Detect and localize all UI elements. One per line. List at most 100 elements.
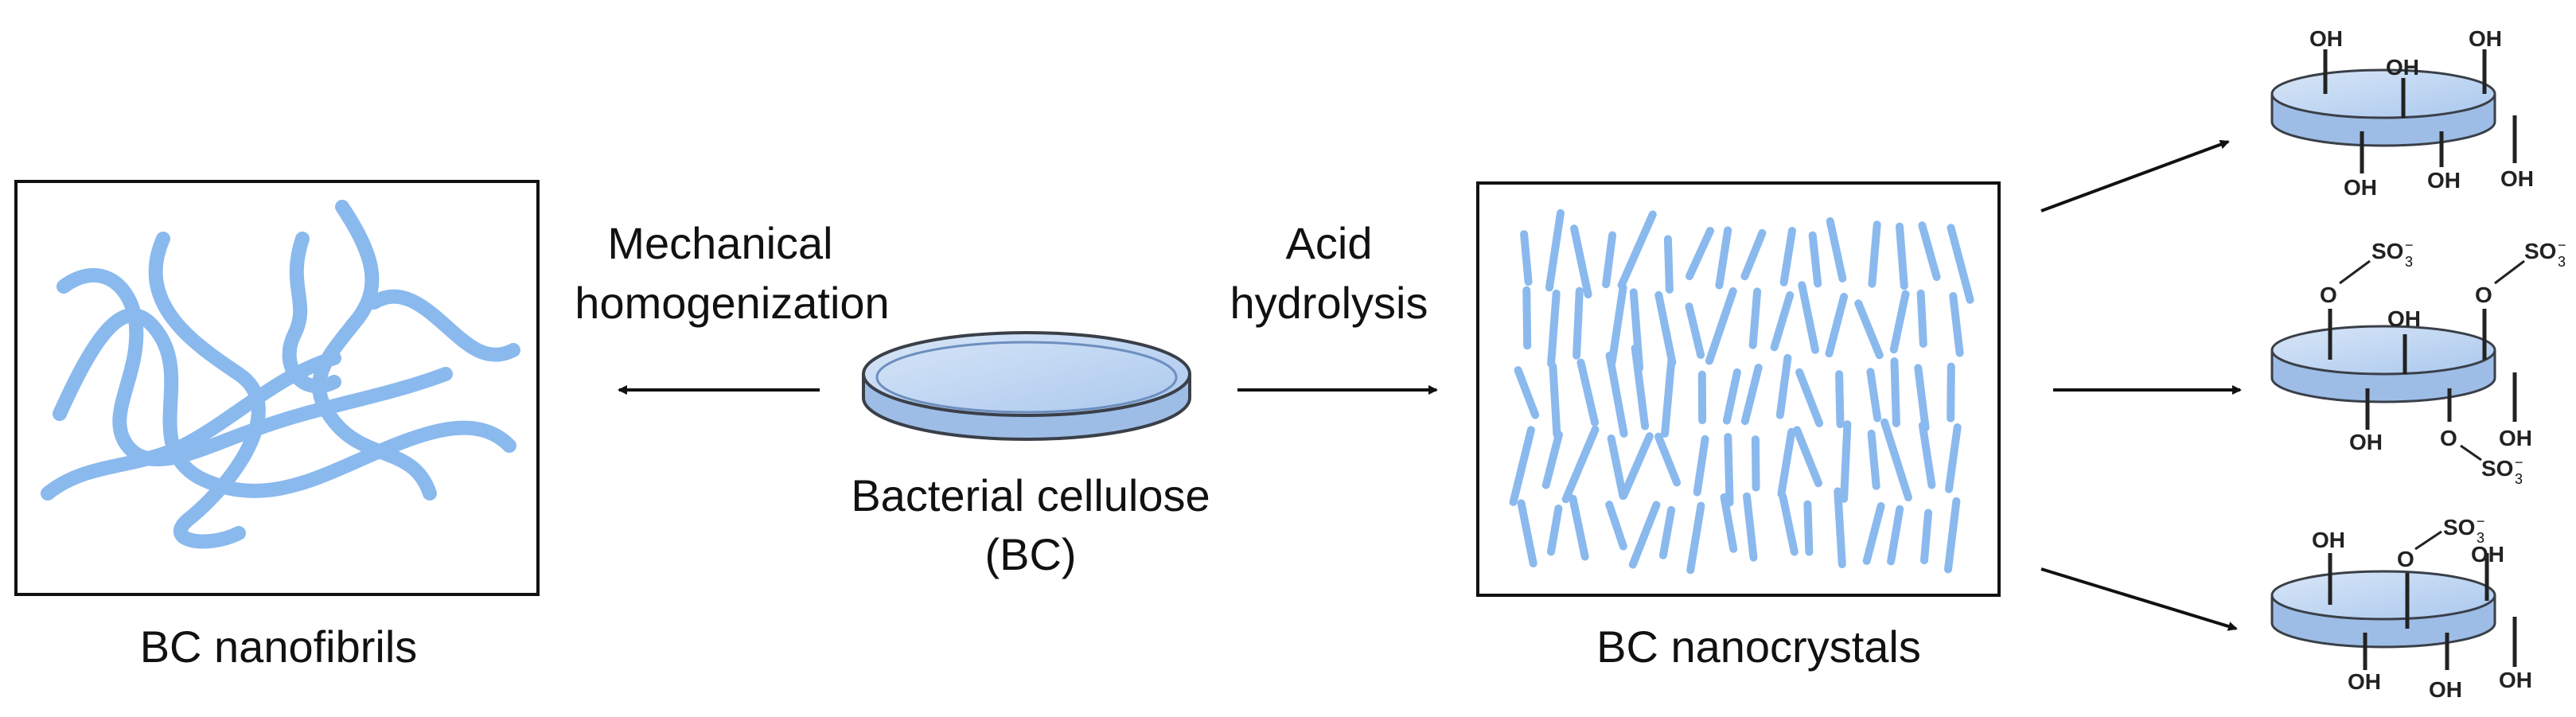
nanocrystal-rod — [1868, 220, 1881, 288]
nanocrystal-rod — [1808, 231, 1822, 288]
nanocrystal-rod — [1658, 505, 1676, 559]
nanocrystal-rod — [1920, 509, 1933, 565]
nanocrystal-field — [1509, 208, 1974, 575]
hydroxyl-group-label: OH — [2499, 668, 2532, 692]
nanocrystal-rod — [1547, 289, 1561, 368]
nanocrystal-rod — [1840, 420, 1852, 503]
nanocrystal-rod — [1945, 423, 1962, 493]
nanocrystal-rod — [1686, 501, 1705, 575]
nanocrystal-rod — [1918, 221, 1941, 281]
nanocrystal-rod — [1570, 224, 1592, 298]
nanocrystal-rod — [1561, 425, 1600, 504]
nanocrystal-rod — [1619, 432, 1654, 500]
sulfate-charge: − — [2405, 237, 2414, 253]
nanocrystal-rod — [1549, 362, 1561, 438]
nanofibrils-label: BC nanofibrils — [140, 622, 418, 672]
nanocrystal-rod — [1631, 344, 1650, 431]
nanocrystal-rod — [1740, 228, 1767, 281]
nanocrystals-frame — [1476, 181, 2001, 597]
bc-label-line1: Bacterial cellulose — [851, 470, 1210, 520]
hydroxyl-group-label: OH — [2386, 55, 2419, 80]
nanocrystal-rod — [1770, 290, 1795, 352]
sulfate-charge: − — [2558, 237, 2566, 253]
bc-label-line2: (BC) — [984, 529, 1076, 579]
hydroxyl-group-label: OH — [2344, 175, 2377, 200]
sulfate-charge: − — [2477, 513, 2485, 529]
nanocrystal-rod — [1880, 418, 1912, 502]
sulfated-nanocrystal: O SO 3 − O SO 3 − OH OH O SO 3 − OH — [2270, 237, 2566, 487]
arrow-to-mixed-product — [2040, 567, 2238, 631]
sulfate-label: SO — [2371, 239, 2403, 263]
nanofibril-strand — [57, 267, 453, 467]
hydroxyl-group-label: OH — [2469, 26, 2502, 51]
nanocrystal-rod — [1947, 224, 1974, 304]
nanofibril-strands — [41, 200, 520, 549]
nanocrystal-rod — [1743, 492, 1758, 562]
hydroxyl-group-label: OH — [2500, 166, 2534, 191]
hydroxyl-group-label: OH — [2499, 426, 2532, 450]
nanocrystal-rod — [1834, 487, 1846, 568]
oxygen-label: O — [2320, 283, 2337, 307]
nanocrystal-rod — [1663, 235, 1674, 294]
nanocrystal-rod — [1793, 426, 1822, 488]
nanocrystal-rod — [1572, 286, 1584, 360]
nanocrystal-rod — [1777, 427, 1796, 498]
mechanical-label-line1: Mechanical — [607, 218, 832, 268]
nanocrystal-rod — [1779, 227, 1796, 286]
nanofibril-strand — [282, 232, 341, 394]
nanocrystal-rod — [1775, 353, 1792, 419]
nanocrystal-rod — [1720, 493, 1738, 553]
nanocrystal-rod — [1693, 434, 1709, 497]
nanocrystal-rod — [1545, 208, 1565, 292]
nanocrystal-rod — [1569, 494, 1589, 561]
nanocrystal-rod — [1918, 421, 1936, 489]
oxygen-label: O — [2397, 547, 2414, 571]
nanofibril-strand — [53, 308, 516, 498]
nanofibril-strand — [367, 289, 520, 362]
nanocrystal-rod — [1654, 432, 1682, 487]
hydroxyl-group-label: OH — [2387, 306, 2421, 331]
hydroxyl-group-label: OH — [2348, 669, 2381, 694]
nanocrystal-rod — [1661, 358, 1676, 438]
nanocrystal-rod — [1722, 368, 1741, 425]
arrow-to-hydroxyl-product — [2040, 139, 2230, 212]
sulfate-charge: − — [2515, 454, 2523, 470]
sulfate-label: SO — [2443, 515, 2475, 540]
bacterial-cellulose-dish — [862, 331, 1191, 441]
acid-label-line2: hydrolysis — [1230, 278, 1428, 328]
nanocrystal-rod — [1628, 501, 1661, 569]
acid-label-line1: Acid — [1286, 218, 1373, 268]
nanocrystal-rod — [1541, 431, 1563, 489]
sulfate-subscript: 3 — [2515, 471, 2523, 487]
nanocrystal-rod — [1795, 368, 1824, 427]
nanocrystal-rod — [1724, 433, 1734, 507]
nanocrystal-rod — [1509, 426, 1535, 506]
hydroxyl-group-label: OH — [2471, 542, 2504, 567]
nanocrystal-rod — [1890, 357, 1900, 427]
nanocrystal-rod — [1916, 289, 1927, 348]
nanocrystal-rod — [1887, 505, 1904, 566]
nanocrystal-rod — [1867, 429, 1880, 490]
nanocrystal-rod — [1602, 231, 1617, 289]
nanocrystal-rod — [1835, 370, 1845, 429]
nanocrystal-rod — [1798, 281, 1819, 354]
nanofibril-strand — [312, 200, 437, 501]
dish-top — [862, 331, 1191, 417]
nanocrystal-rod — [1896, 222, 1908, 290]
nanocrystal-rod — [1654, 290, 1677, 367]
nanocrystal-rod — [1748, 287, 1762, 349]
sulfate-label: SO — [2481, 456, 2513, 481]
partially-sulfated-nanocrystal: OH O SO 3 − OH OH OH OH — [2270, 513, 2532, 702]
nanocrystal-rod — [1547, 505, 1563, 556]
nanofibril-strand — [41, 351, 341, 501]
nanocrystal-rod — [1605, 501, 1627, 551]
nanocrystal-rod — [1949, 292, 1964, 357]
mechanical-label-line2: homogenization — [575, 278, 889, 328]
hydroxyl-group-label: OH — [2312, 528, 2345, 552]
hydroxyl-group-label: OH — [2427, 168, 2461, 193]
hydroxyl-group-label: OH — [2429, 677, 2462, 702]
nanocrystals-panel — [1476, 181, 2001, 597]
hydroxyl-group-label: OH — [2349, 430, 2383, 454]
nanocrystal-rod — [1576, 358, 1599, 427]
